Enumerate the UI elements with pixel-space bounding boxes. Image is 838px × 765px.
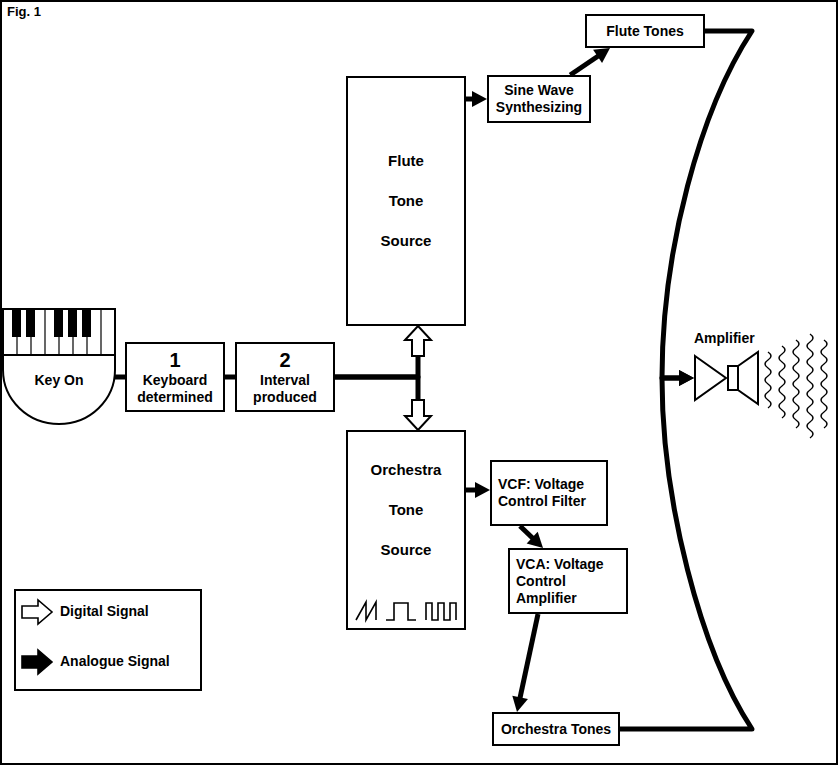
arrow-head <box>527 532 543 548</box>
connector-line <box>520 614 538 700</box>
node-label: Flute Tones <box>606 23 684 40</box>
connector-line <box>225 375 235 380</box>
amplifier-triangle <box>695 356 726 400</box>
digital-arrow-head <box>405 400 431 430</box>
filter-box: VCF: Voltage Control Filter <box>490 460 608 526</box>
node-label: Interval produced <box>243 372 327 406</box>
arrow-head <box>472 91 487 107</box>
keyboard-key-on: Key On <box>2 308 116 426</box>
process-box: 2Interval produced <box>235 342 335 412</box>
arrow-head <box>679 370 694 386</box>
speaker-cone <box>738 352 758 404</box>
legend-box <box>15 590 201 690</box>
digital-arrow-head <box>405 326 431 356</box>
digital-arrow-sample <box>22 600 52 624</box>
output-box: Orchestra Tones <box>492 712 620 746</box>
black-key <box>12 309 21 337</box>
arrow-head <box>475 482 490 498</box>
tone-source-box: Orchestra Tone Source <box>346 430 466 630</box>
sound-wave <box>821 340 827 428</box>
keyboard-outline <box>2 308 116 426</box>
black-key <box>82 309 91 337</box>
arrow-head <box>512 696 528 712</box>
connector-line <box>620 378 752 729</box>
signal-connector <box>225 377 235 378</box>
signal-connector <box>335 377 431 430</box>
legend-text: Digital Signal <box>60 603 149 619</box>
legend-text: Analogue Signal <box>60 653 170 669</box>
sound-wave <box>779 346 785 418</box>
signal-connector <box>620 370 752 729</box>
node-label: Key On <box>34 372 83 389</box>
signal-connector <box>335 326 431 377</box>
amplifier-symbol: Amplifier <box>694 330 760 400</box>
black-key <box>26 309 35 337</box>
sound-wave <box>765 352 771 408</box>
black-key <box>68 309 77 337</box>
waveform-icons <box>356 602 456 620</box>
arrow-head <box>679 370 694 386</box>
signal-connector <box>512 614 538 712</box>
speaker-symbol <box>728 352 758 404</box>
white-key-line <box>100 309 101 355</box>
sound-waves <box>765 334 827 438</box>
signal-connector <box>520 526 543 548</box>
signal-connector <box>466 482 490 498</box>
black-key <box>54 309 63 337</box>
node-label: Flute Tone Source <box>381 141 432 261</box>
sawtooth-wave <box>356 602 376 620</box>
connector-line <box>570 55 600 75</box>
node-label: Orchestra Tone Source <box>371 450 442 570</box>
square-wave <box>386 603 416 620</box>
sound-wave <box>793 340 799 428</box>
pulse-wave <box>426 603 456 620</box>
connector-line <box>662 31 752 378</box>
signal-connector <box>570 48 610 75</box>
node-label: Sine Wave Synthesizing <box>495 82 583 116</box>
sound-wave <box>807 334 813 438</box>
node-label: Amplifier <box>694 330 755 347</box>
tone-source-box: Flute Tone Source <box>346 76 466 326</box>
figure-title: Fig. 1 <box>7 4 41 19</box>
connector-line <box>335 377 418 400</box>
analogue-arrow-sample <box>22 650 52 674</box>
speaker-magnet <box>728 366 738 390</box>
process-box: 1Keyboard determined <box>125 342 225 412</box>
white-key-line <box>44 309 45 355</box>
signal-connector <box>466 91 487 107</box>
callout-number: 1 <box>169 348 180 372</box>
node-label: VCF: Voltage Control Filter <box>498 476 600 510</box>
callout-number: 2 <box>279 348 290 372</box>
arrow-head <box>593 48 610 63</box>
node-label: Keyboard determined <box>133 372 217 406</box>
amplifier-box: VCA: Voltage Control Amplifier <box>508 548 628 614</box>
key-on-outline <box>3 309 115 424</box>
connector-line <box>335 356 418 377</box>
process-box: Sine Wave Synthesizing <box>487 75 591 123</box>
node-label: Orchestra Tones <box>501 721 611 738</box>
output-box: Flute Tones <box>585 14 705 48</box>
node-label: VCA: Voltage Control Amplifier <box>516 556 620 607</box>
